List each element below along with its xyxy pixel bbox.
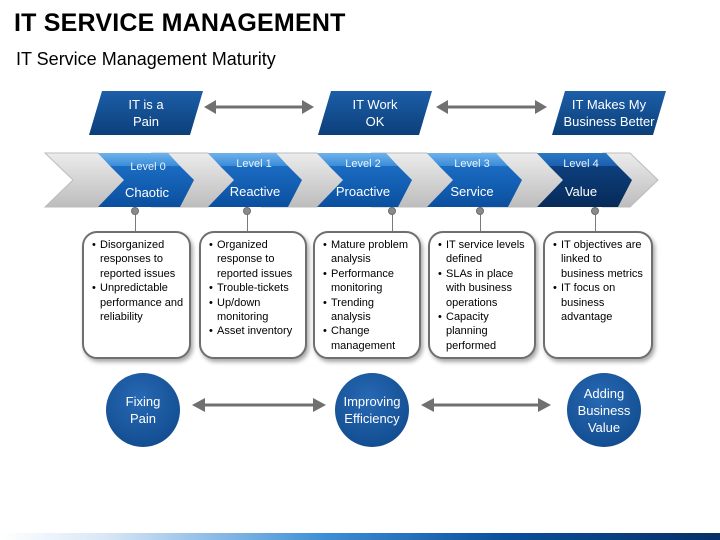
level-label-1: Reactive (229, 184, 281, 199)
top-label-pain: IT is a Pain (89, 91, 203, 135)
box-bullet: Unpredictable performance and reliabilit… (92, 281, 184, 324)
connector-line (247, 212, 248, 232)
box-bullet: SLAs in place with business operations (438, 267, 529, 310)
box-bullet: IT service levels defined (438, 238, 529, 267)
level-1-description-box: Organized response to reported issues Tr… (199, 231, 307, 359)
box-bullet: Organized response to reported issues (209, 238, 300, 281)
level-label-3: Service (450, 184, 494, 199)
circle-improving-efficiency: Improving Efficiency (335, 373, 409, 447)
double-arrow-icon (204, 100, 314, 114)
level-chevron-2 (317, 153, 412, 207)
connector-line (135, 212, 136, 232)
level-name-0: Level 0 (130, 161, 166, 173)
box-bullet: Mature problem analysis (323, 238, 414, 267)
page-title: IT SERVICE MANAGEMENT (14, 9, 346, 37)
level-3-description-box: IT service levels defined SLAs in place … (428, 231, 536, 359)
connector-dot (476, 207, 484, 215)
double-arrow-icon (192, 398, 326, 412)
level-label-4: Value (564, 184, 598, 199)
level-chevron-1 (208, 153, 302, 207)
connector-line (595, 212, 596, 232)
box-bullet: Trouble-tickets (209, 281, 300, 296)
box-bullet: Up/down monitoring (209, 296, 300, 325)
footer-gradient-bar (0, 533, 720, 540)
box-bullet: IT focus on business advantage (553, 281, 646, 324)
box-bullet: Trending analysis (323, 296, 414, 325)
box-bullet: Asset inventory (209, 324, 300, 339)
level-chevron-0 (98, 153, 194, 207)
connector-dot (131, 207, 139, 215)
level-0-description-box: Disorganized responses to reported issue… (82, 231, 191, 359)
level-chevron-3 (427, 153, 522, 207)
connector-dot (388, 207, 396, 215)
double-arrow-icon (436, 100, 547, 114)
level-name-3: Level 3 (454, 158, 490, 170)
box-bullet: Capacity planning performed (438, 310, 529, 353)
circle-adding-business-value: Adding Business Value (567, 373, 641, 447)
connector-dot (243, 207, 251, 215)
level-2-description-box: Mature problem analysis Performance moni… (313, 231, 421, 359)
connector-line (480, 212, 481, 232)
top-label-text: IT is a Pain (128, 97, 164, 129)
connector-line (392, 212, 393, 232)
circle-fixing-pain: Fixing Pain (106, 373, 180, 447)
box-bullet: Change management (323, 324, 414, 353)
level-label-2: Proactive (335, 184, 391, 199)
maturity-chevron-band (43, 152, 659, 208)
level-4-description-box: IT objectives are linked to business met… (543, 231, 653, 359)
level-name-2: Level 2 (345, 158, 381, 170)
top-label-text: IT Work OK (352, 97, 398, 129)
double-arrow-icon (421, 398, 551, 412)
top-label-work-ok: IT Work OK (318, 91, 432, 135)
top-label-text: IT Makes My Business Better (563, 97, 655, 129)
connector-dot (591, 207, 599, 215)
box-bullet: Disorganized responses to reported issue… (92, 238, 184, 281)
level-name-4: Level 4 (563, 158, 599, 170)
box-bullet: Performance monitoring (323, 267, 414, 296)
top-label-business-better: IT Makes My Business Better (552, 91, 666, 135)
level-label-0: Chaotic (124, 185, 170, 200)
level-chevron-4 (537, 153, 632, 207)
page-subtitle: IT Service Management Maturity (16, 49, 276, 69)
level-name-1: Level 1 (236, 158, 272, 170)
box-bullet: IT objectives are linked to business met… (553, 238, 646, 281)
